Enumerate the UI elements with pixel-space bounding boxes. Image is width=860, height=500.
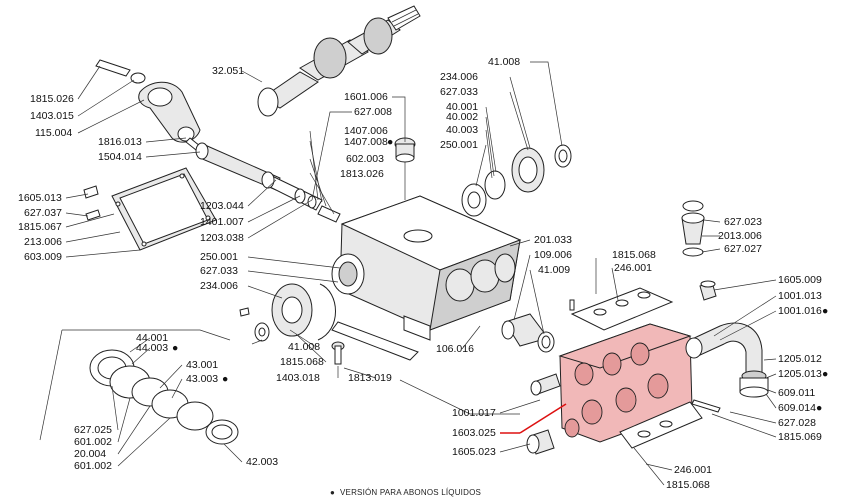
oil-dipstick-part [394,137,416,200]
label-1203-038: 1203.038 [200,232,244,244]
connecting-rod-part [95,59,201,151]
mounting-rail-part [331,321,419,361]
label-627-037: 627.037 [24,207,62,219]
marker-1205-013: ● [822,368,828,380]
label-2013-006: 2013.006 [718,230,762,242]
manifold-part [558,323,693,443]
label-602-003: 602.003 [346,153,384,165]
discharge-plug-part [699,280,717,301]
label-1605-013: 1605.013 [18,192,62,204]
plunger-guide-part [195,142,341,223]
label-1001-017: 1001.017 [452,407,496,419]
label-1605-023: 1605.023 [452,446,496,458]
head-bottom-cover-part [619,399,721,449]
part-labels: 32.051 1815.026 1403.015 115.004 1816.01… [18,56,828,491]
label-1815-068-top: 1815.068 [612,249,656,261]
rear-cover-part [83,167,217,251]
inlet-plug-part [526,429,555,455]
label-115-004: 115.004 [35,127,72,139]
label-1816-013: 1816.013 [98,136,142,148]
label-41-008-top: 41.008 [488,56,520,68]
label-41-008-bottom: 41.008 [288,341,320,353]
label-201-033: 201.033 [534,234,572,246]
label-1407-006: 1407.006 [344,125,388,137]
label-1407-008: 1407.008 [344,136,388,148]
marker-1001-016: ● [822,305,828,317]
label-1403-018: 1403.018 [276,372,320,384]
label-601-002-b: 601.002 [74,460,112,472]
footnote-text: VERSIÓN PARA ABONOS LÍQUIDOS [340,488,481,497]
label-1813-019: 1813.019 [348,372,392,384]
label-1401-007: 1401.007 [200,216,244,228]
leader-lines [39,61,777,486]
label-1815-068-mid: 1815.068 [280,356,324,368]
label-250-001-top: 250.001 [440,139,478,151]
label-1601-006: 1601.006 [344,91,388,103]
label-1815-067: 1815.067 [18,221,62,233]
crankcase-part [331,195,522,341]
seal-pack-part [89,349,239,445]
label-1815-026: 1815.026 [30,93,74,105]
label-43-001: 43.001 [186,359,218,371]
footnote: ● VERSIÓN PARA ABONOS LÍQUIDOS [330,488,481,497]
label-1603-025: 1603.025 [452,427,496,439]
label-1205-012: 1205.012 [778,353,822,365]
label-1605-009: 1605.009 [778,274,822,286]
label-40-002: 40.002 [446,111,478,123]
right-bearing-part [461,144,572,217]
label-234-006-left: 234.006 [200,280,238,292]
label-109-006: 109.006 [534,249,572,261]
label-44-001: 44.001 [136,332,168,344]
valve-cap-part [681,200,705,257]
label-250-001-left: 250.001 [200,251,238,263]
label-44-003: 44.003 [136,342,168,354]
label-1815-069: 1815.069 [778,431,822,443]
label-40-001: 40.001 [446,101,478,113]
label-1001-013: 1001.013 [778,290,822,302]
marker-609-014: ● [816,402,822,414]
left-bearing-part [239,283,336,342]
label-106-016: 106.016 [436,343,474,355]
label-246-001-top: 246.001 [614,262,652,274]
label-627-033-left: 627.033 [200,265,238,277]
label-627-033-top: 627.033 [440,86,478,98]
label-42-003: 42.003 [246,456,278,468]
label-1205-013: 1205.013 [778,368,822,380]
marker-1407-008: ● [387,136,393,148]
label-1203-044: 1203.044 [200,200,244,212]
crankshaft-part [257,5,421,117]
label-627-028: 627.028 [778,417,816,429]
footnote-marker: ● [330,488,335,497]
label-627-008: 627.008 [354,106,392,118]
label-601-002-a: 601.002 [74,436,112,448]
label-20-004: 20.004 [74,448,106,460]
label-1504-014: 1504.014 [98,151,142,163]
label-1403-015: 1403.015 [30,110,74,122]
label-627-025: 627.025 [74,424,112,436]
label-246-001-bottom: 246.001 [674,464,712,476]
label-627-023: 627.023 [724,216,762,228]
label-1001-016: 1001.016 [778,305,822,317]
label-41-009: 41.009 [538,264,570,276]
label-603-009: 603.009 [24,251,62,263]
label-213-006: 213.006 [24,236,62,248]
label-234-006-top: 234.006 [440,71,478,83]
label-43-003: 43.003 [186,373,218,385]
marker-43-003: ● [222,373,228,385]
label-609-014: 609.014 [778,402,816,414]
elbow-fitting-part [685,322,769,398]
label-1813-026: 1813.026 [340,168,384,180]
label-1815-068-bottom: 1815.068 [666,479,710,491]
inlet-fitting-part [530,373,561,396]
marker-44-003: ● [172,342,178,354]
label-627-027: 627.027 [724,243,762,255]
label-40-003: 40.003 [446,124,478,136]
plunger-sleeve-part [501,313,555,353]
drain-plug-part [331,341,345,365]
label-32-051: 32.051 [212,65,244,77]
label-609-011: 609.011 [778,387,815,399]
head-top-cover-part [569,287,674,331]
